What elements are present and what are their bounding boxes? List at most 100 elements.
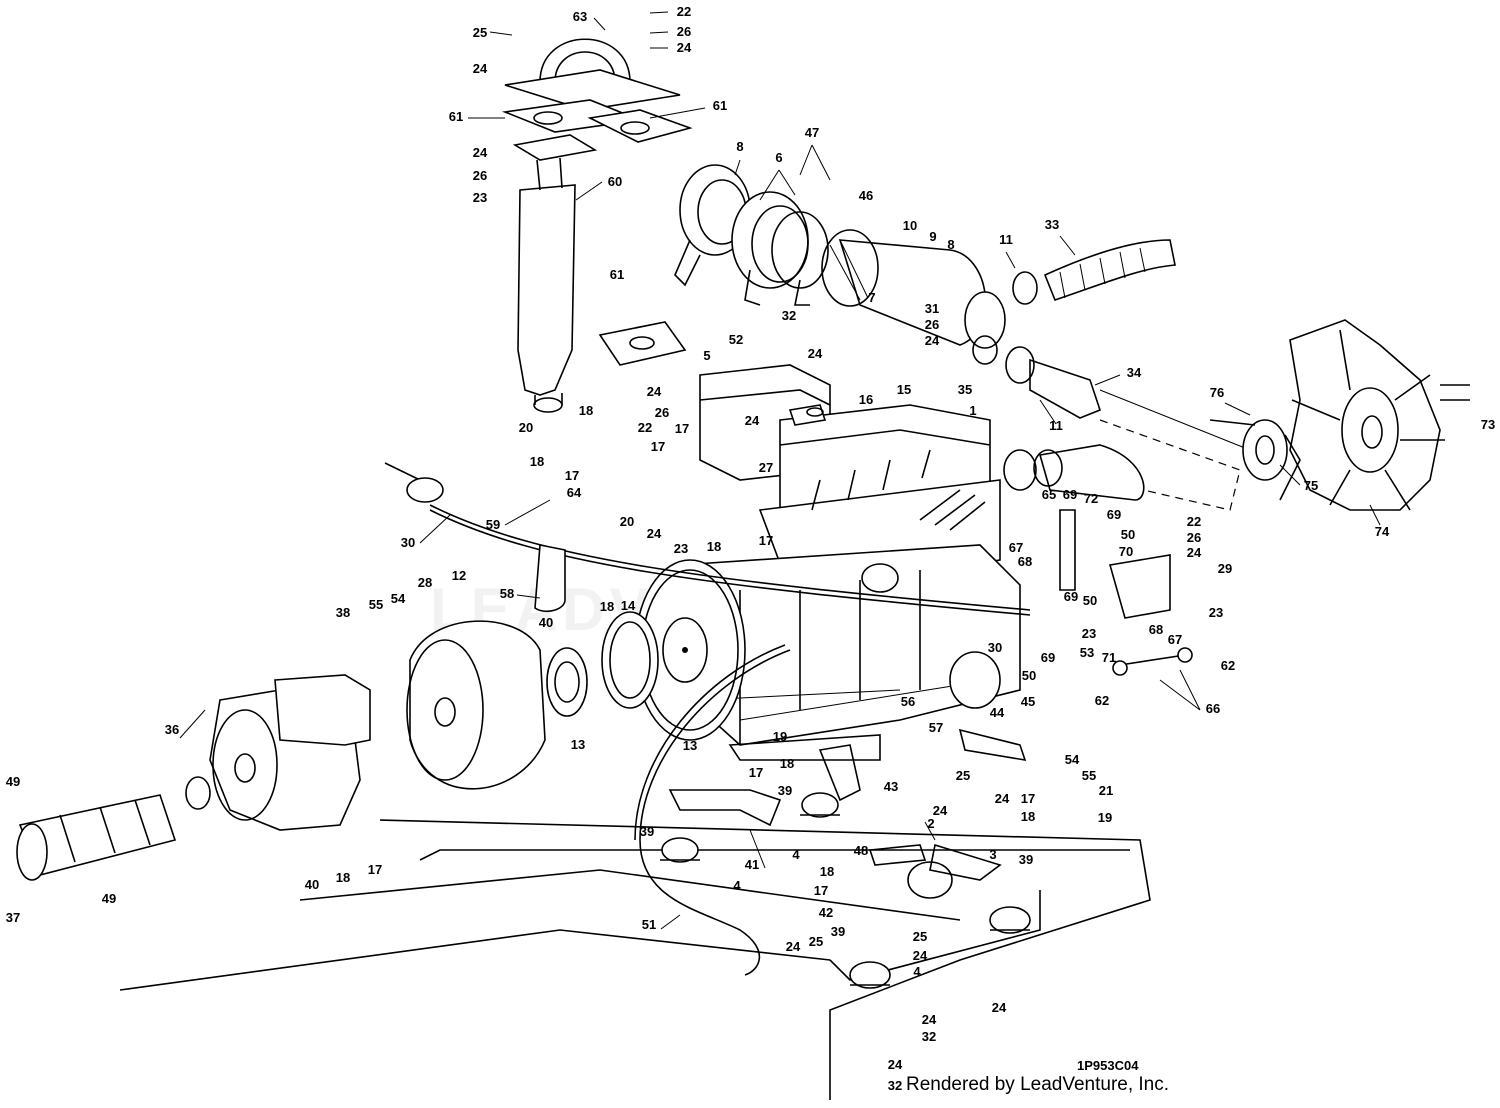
callout-71: 71 — [1102, 650, 1116, 665]
callout-54: 54 — [1065, 752, 1080, 767]
callout-63: 63 — [573, 9, 587, 24]
callout-11: 11 — [999, 232, 1013, 247]
callout-18: 18 — [600, 599, 614, 614]
callout-4: 4 — [913, 964, 921, 979]
callout-11: 11 — [1049, 418, 1063, 433]
callout-23: 23 — [1209, 605, 1223, 620]
callout-40: 40 — [539, 615, 553, 630]
callout-50: 50 — [1083, 593, 1097, 608]
callout-26: 26 — [655, 405, 669, 420]
callout-41: 41 — [745, 857, 759, 872]
callout-23: 23 — [473, 190, 487, 205]
callout-31: 31 — [925, 301, 939, 316]
callout-3: 3 — [989, 847, 996, 862]
callout-20: 20 — [620, 514, 634, 529]
callout-18: 18 — [530, 454, 544, 469]
callout-17: 17 — [651, 439, 665, 454]
callout-25: 25 — [956, 768, 970, 783]
engine-mounts — [660, 792, 1031, 989]
callout-62: 62 — [1095, 693, 1109, 708]
callout-7: 7 — [868, 290, 875, 305]
callout-13: 13 — [571, 737, 585, 752]
callout-19: 19 — [1098, 810, 1112, 825]
callout-17: 17 — [814, 883, 828, 898]
callout-50: 50 — [1121, 527, 1135, 542]
callout-45: 45 — [1021, 694, 1035, 709]
injectors — [811, 449, 986, 531]
callout-26: 26 — [925, 317, 939, 332]
callout-39: 39 — [831, 924, 845, 939]
callout-55: 55 — [1082, 768, 1096, 783]
callout-64: 64 — [567, 485, 582, 500]
callout-17: 17 — [1021, 791, 1035, 806]
frame-rails — [119, 389, 1251, 1100]
callout-4: 4 — [792, 847, 800, 862]
callout-76: 76 — [1210, 385, 1224, 400]
callout-69: 69 — [1041, 650, 1055, 665]
callout-68: 68 — [1149, 622, 1163, 637]
callout-48: 48 — [854, 843, 868, 858]
callout-24: 24 — [888, 1057, 903, 1072]
callout-32: 32 — [922, 1029, 936, 1044]
callout-44: 44 — [990, 705, 1005, 720]
callout-16: 16 — [859, 392, 873, 407]
callout-24: 24 — [745, 413, 760, 428]
callout-21: 21 — [1099, 783, 1113, 798]
callout-25: 25 — [913, 929, 927, 944]
callout-61: 61 — [610, 267, 624, 282]
callout-49: 49 — [102, 891, 116, 906]
callout-59: 59 — [486, 517, 500, 532]
callout-23: 23 — [1082, 626, 1096, 641]
callout-18: 18 — [820, 864, 834, 879]
callout-38: 38 — [336, 605, 350, 620]
exhaust-assembly — [501, 38, 693, 413]
drivetrain — [16, 559, 746, 881]
callout-43: 43 — [884, 779, 898, 794]
callout-18: 18 — [707, 539, 721, 554]
callout-42: 42 — [819, 905, 833, 920]
part-callouts: 25 63 22 26 24 24 61 61 24 26 23 60 8 6 … — [6, 4, 1495, 1093]
callout-51: 51 — [642, 917, 656, 932]
callout-13: 13 — [683, 738, 697, 753]
callout-18: 18 — [780, 756, 794, 771]
drawing-code: 1P953C04 — [1077, 1058, 1139, 1073]
callout-28: 28 — [418, 575, 432, 590]
air-cleaner-assembly — [674, 164, 1006, 365]
callout-52: 52 — [729, 332, 743, 347]
callout-24: 24 — [995, 791, 1010, 806]
leader-lines — [179, 11, 1381, 930]
callout-24: 24 — [473, 145, 488, 160]
callout-49: 49 — [6, 774, 20, 789]
callout-4: 4 — [733, 878, 741, 893]
callout-46: 46 — [859, 188, 873, 203]
callout-61: 61 — [449, 109, 463, 124]
callout-24: 24 — [473, 61, 488, 76]
callout-47: 47 — [805, 125, 819, 140]
callout-58: 58 — [500, 586, 514, 601]
callout-19: 19 — [773, 729, 787, 744]
callout-65: 65 — [1042, 487, 1056, 502]
callout-24: 24 — [677, 40, 692, 55]
callout-26: 26 — [677, 24, 691, 39]
callout-39: 39 — [1019, 852, 1033, 867]
callout-25: 25 — [473, 25, 487, 40]
callout-67: 67 — [1009, 540, 1023, 555]
callout-17: 17 — [759, 533, 773, 548]
callout-26: 26 — [1187, 530, 1201, 545]
callout-22: 22 — [677, 4, 691, 19]
callout-36: 36 — [165, 722, 179, 737]
callout-26: 26 — [473, 168, 487, 183]
callout-67: 67 — [1168, 632, 1182, 647]
callout-32: 32 — [888, 1078, 902, 1093]
callout-17: 17 — [368, 862, 382, 877]
callout-30: 30 — [401, 535, 415, 550]
callout-18: 18 — [579, 403, 593, 418]
callout-68: 68 — [1018, 554, 1032, 569]
callout-70: 70 — [1119, 544, 1133, 559]
callout-1: 1 — [969, 403, 976, 418]
callout-61: 61 — [713, 98, 727, 113]
callout-27: 27 — [759, 460, 773, 475]
fan-assembly — [1209, 319, 1470, 511]
callout-17: 17 — [565, 468, 579, 483]
callout-73: 73 — [1481, 417, 1495, 432]
